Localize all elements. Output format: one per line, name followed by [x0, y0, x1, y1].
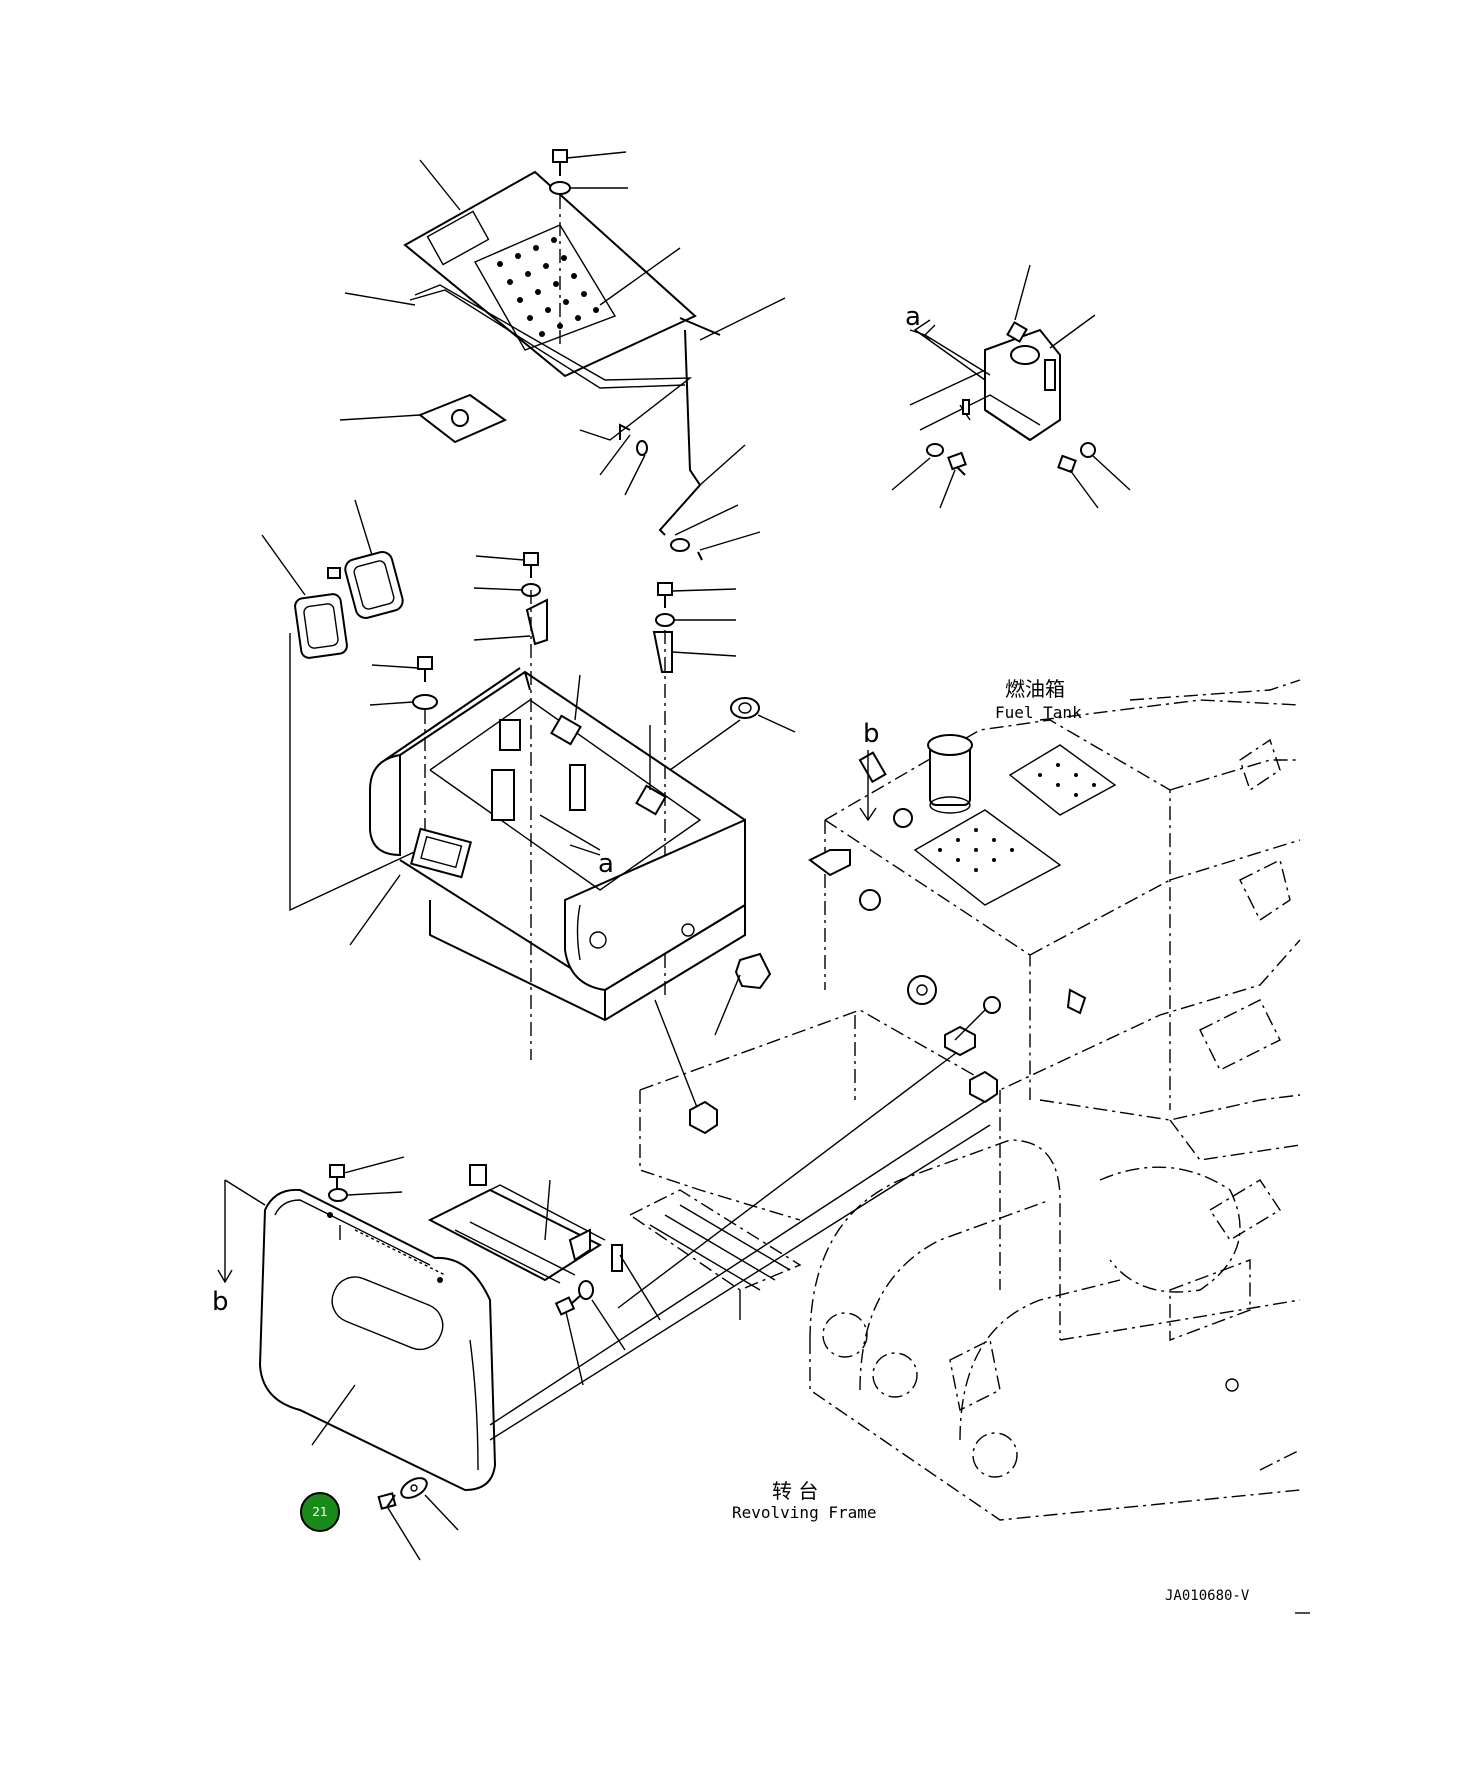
step-bracket [427, 1164, 661, 1321]
revolving-frame [628, 679, 1301, 1521]
stay-rod [658, 329, 702, 536]
bolt-mid-right [652, 582, 737, 673]
ref-letter-a-top: a [905, 302, 921, 332]
rubber-cap [669, 697, 796, 771]
washer-top [549, 181, 628, 195]
rod-part [679, 317, 721, 336]
clip-washer [670, 538, 690, 552]
drawing-code: JA010680-V [1165, 1588, 1250, 1604]
relay-bracket [909, 264, 1096, 442]
fuel-tank [808, 719, 1171, 1110]
revolving-frame-label-cn: 转 台 [772, 1479, 818, 1503]
top-cover-plate [403, 170, 697, 378]
bolt-box-left [369, 656, 438, 710]
ref-letter-b-left: b [212, 1287, 229, 1317]
revolving-frame-label-en: Revolving Frame [732, 1503, 877, 1522]
bolt-relay [891, 442, 1131, 509]
battery-cover [258, 1188, 497, 1492]
bolt-top [552, 149, 627, 176]
ref-letter-b-tank: b [863, 719, 880, 749]
battery-box [349, 667, 772, 1036]
hook-pin [619, 423, 631, 440]
bolt-cover-bottom [377, 1477, 459, 1561]
leader-cover [419, 159, 461, 211]
leader-rod [699, 297, 786, 341]
light-wire [289, 633, 441, 912]
gasket-seal-inner [409, 289, 686, 389]
latch-bracket [339, 393, 508, 444]
leader-gasket [344, 292, 416, 306]
gasket-seal [414, 284, 693, 441]
small-washer [636, 440, 648, 456]
badge-number[interactable]: 21 [312, 1505, 327, 1519]
bolt-cover [328, 1156, 405, 1202]
work-light [327, 499, 404, 619]
page-badge[interactable]: 21 [300, 1492, 340, 1532]
bolt-step [554, 1280, 626, 1386]
badge-circle[interactable] [300, 1492, 340, 1532]
fuel-tank-label-en: Fuel Tank [995, 703, 1082, 722]
bolt-mid-left [473, 552, 548, 646]
light-gasket-frame [261, 534, 348, 659]
leader-panel [599, 247, 681, 306]
fuel-tank-label-cn: 燃油箱 [1005, 677, 1065, 701]
ref-letter-a-box: a [598, 849, 614, 879]
